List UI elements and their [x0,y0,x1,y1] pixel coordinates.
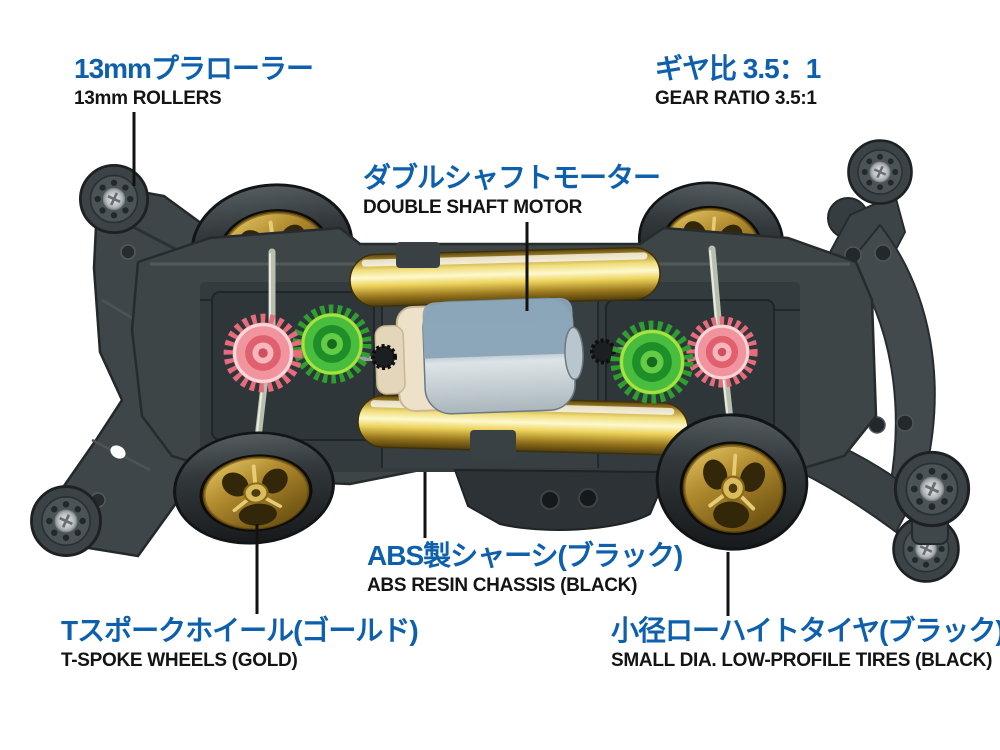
label-chassis-en: ABS RESIN CHASSIS (BLACK) [367,575,638,596]
label-gear-ratio-en: GEAR RATIO 3.5:1 [655,88,817,109]
skid-plate [453,468,670,531]
label-gear-ratio: ギヤ比 3.5：1 GEAR RATIO 3.5:1 [655,53,821,110]
roller-rear-bottom-upper [893,450,971,528]
label-rollers: 13mmプラローラー 13mm ROLLERS [74,53,314,110]
label-tires: 小径ローハイトタイヤ(ブラック) SMALL DIA. LOW-PROFILE … [611,615,1000,672]
battery-clamp-top [396,242,440,268]
motor-pinion-left [371,344,398,371]
label-motor: ダブルシャフトモーター DOUBLE SHAFT MOTOR [363,162,661,219]
roller-rear-top [847,139,913,205]
leader-lines [132,112,730,616]
label-rollers-en: 13mm ROLLERS [74,88,222,109]
label-rollers-jp: 13mmプラローラー [74,53,314,84]
label-wheels: Tスポークホイール(ゴールド) T-SPOKE WHEELS (GOLD) [61,615,419,672]
label-chassis: ABS製シャーシ(ブラック) ABS RESIN CHASSIS (BLACK) [367,540,683,597]
label-chassis-jp: ABS製シャーシ(ブラック) [367,540,683,571]
label-motor-jp: ダブルシャフトモーター [363,162,661,193]
label-wheels-jp: Tスポークホイール(ゴールド) [61,615,419,646]
label-gear-ratio-jp: ギヤ比 3.5：1 [655,53,821,84]
label-tires-jp: 小径ローハイトタイヤ(ブラック) [611,615,1000,646]
label-tires-en: SMALL DIA. LOW-PROFILE TIRES (BLACK) [611,650,993,671]
battery-clamp-bottom [470,430,516,460]
roller-front-top [79,163,150,235]
label-motor-en: DOUBLE SHAFT MOTOR [363,197,583,218]
roller-front-bottom [30,485,102,557]
label-wheels-en: T-SPOKE WHEELS (GOLD) [61,650,298,671]
